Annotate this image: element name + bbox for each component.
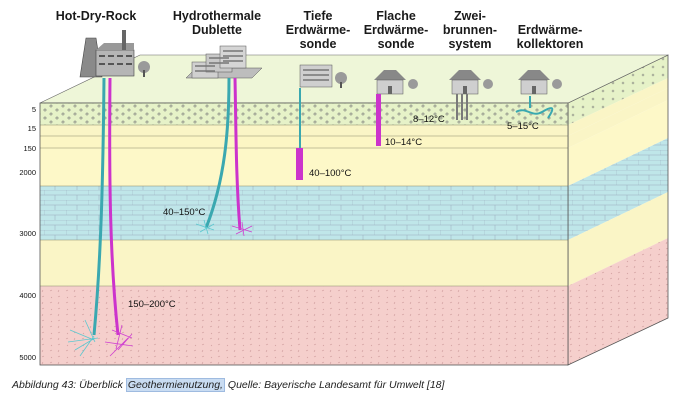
depth-label: 5: [32, 105, 36, 114]
temp-label-shallow-probe: 10–14°C: [385, 137, 422, 148]
caption-prefix: Abbildung 43: Überblick: [12, 379, 126, 391]
deep-probe: [296, 88, 303, 180]
temp-label-deep-probe: 40–100°C: [309, 168, 351, 179]
two-well-system: [456, 94, 468, 120]
svg-text:Flache: Flache: [376, 9, 416, 23]
hydrothermal-plant-icon: [185, 45, 263, 79]
svg-text:Erdwärme-: Erdwärme-: [286, 23, 351, 37]
office-building-icon: [299, 64, 347, 88]
svg-text:Dublette: Dublette: [192, 23, 242, 37]
block-side: [567, 54, 669, 366]
figure-caption: Abbildung 43: Überblick Geothermienutzun…: [12, 378, 445, 392]
svg-text:Erdwärme-: Erdwärme-: [364, 23, 429, 37]
svg-text:system: system: [448, 37, 491, 51]
depth-axis: 5 15 150 2000 3000 4000 5000: [19, 105, 36, 362]
header-collectors: Erdwärme- kollektoren: [517, 23, 584, 51]
temp-label-two-well: 8–12°C: [413, 114, 445, 125]
svg-text:Hot-Dry-Rock: Hot-Dry-Rock: [56, 9, 137, 23]
ground-collector: [515, 96, 554, 119]
svg-text:kollektoren: kollektoren: [517, 37, 584, 51]
depth-label: 150: [23, 144, 36, 153]
temp-label-hydro: 40–150°C: [163, 207, 205, 218]
depth-label: 3000: [19, 229, 36, 238]
depth-label: 2000: [19, 168, 36, 177]
depth-label: 15: [28, 124, 36, 133]
header-deep-probe: Tiefe Erdwärme- sonde: [286, 9, 351, 51]
svg-text:Hydrothermale: Hydrothermale: [173, 9, 261, 23]
svg-text:Erdwärme-: Erdwärme-: [518, 23, 583, 37]
depth-label: 4000: [19, 291, 36, 300]
shallow-probe: [376, 94, 381, 146]
hydrothermal-doublet-wells: [195, 77, 253, 237]
caption-highlight[interactable]: Geothermienutzung,: [125, 378, 225, 392]
hot-dry-rock-wells: [67, 77, 134, 357]
temp-label-hdr: 150–200°C: [128, 299, 176, 310]
header-shallow-probe: Flache Erdwärme- sonde: [364, 9, 429, 51]
header-hydrothermal-doublet: Hydrothermale Dublette: [173, 9, 261, 37]
house-icon: [374, 70, 418, 95]
svg-text:Tiefe: Tiefe: [304, 9, 333, 23]
house-icon: [449, 70, 493, 95]
house-icon: [518, 70, 562, 95]
power-plant-icon: [79, 30, 150, 78]
temp-label-collector: 5–15°C: [507, 121, 539, 132]
block-front: [39, 102, 569, 366]
svg-text:sonde: sonde: [300, 37, 337, 51]
depth-label: 5000: [19, 353, 36, 362]
svg-text:sonde: sonde: [378, 37, 415, 51]
svg-text:Zwei-: Zwei-: [454, 9, 486, 23]
header-hot-dry-rock: Hot-Dry-Rock: [56, 9, 137, 23]
svg-text:brunnen-: brunnen-: [443, 23, 497, 37]
header-two-well-system: Zwei- brunnen- system: [443, 9, 497, 51]
caption-source: Quelle: Bayerische Landesamt für Umwelt …: [224, 379, 445, 391]
